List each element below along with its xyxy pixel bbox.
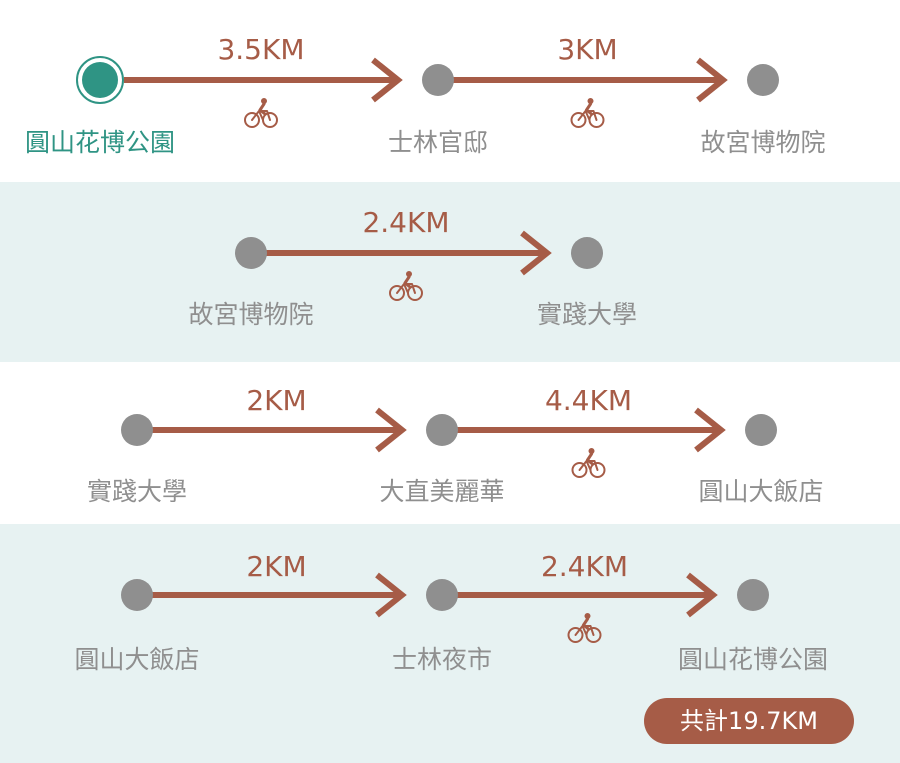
stop-label: 實踐大學 <box>87 477 187 506</box>
segment-distance: 2KM <box>246 384 306 417</box>
row-band-2 <box>0 182 900 362</box>
total-distance-badge: 共計19.7KM <box>644 698 854 744</box>
stop-label: 故宮博物院 <box>700 128 825 157</box>
stop-node <box>121 579 153 611</box>
bicycle-icon <box>571 448 606 478</box>
stop-node <box>121 414 153 446</box>
bicycle-icon <box>244 98 278 128</box>
stop-node <box>747 64 779 96</box>
route-arrow-head <box>686 572 718 618</box>
bicycle-icon <box>389 271 423 301</box>
segment-distance: 3.5KM <box>217 33 304 66</box>
segment-distance: 2KM <box>246 550 306 583</box>
route-arrow-head <box>375 407 407 453</box>
bicycle-icon <box>570 98 605 128</box>
stop-node <box>745 414 777 446</box>
route-arrow-head <box>375 572 407 618</box>
stop-node <box>571 237 603 269</box>
stop-label: 士林官邸 <box>388 128 488 157</box>
start-node <box>82 62 118 98</box>
stop-label: 士林夜市 <box>392 645 492 674</box>
row-band-1 <box>0 0 900 182</box>
segment-distance: 2.4KM <box>362 206 449 239</box>
stop-label: 圓山花博公園 <box>25 128 175 157</box>
stop-label: 大直美麗華 <box>379 477 504 506</box>
stop-label: 圓山大飯店 <box>698 477 823 506</box>
segment-distance: 4.4KM <box>545 384 632 417</box>
route-arrow-head <box>371 57 403 103</box>
segment-distance: 3KM <box>557 33 617 66</box>
route-arrow-head <box>520 230 552 276</box>
bicycle-icon <box>567 613 602 643</box>
stop-node <box>426 579 458 611</box>
stop-node <box>422 64 454 96</box>
stop-label: 圓山花博公園 <box>678 645 828 674</box>
stop-label: 實踐大學 <box>537 300 637 329</box>
route-arrow-head <box>696 57 728 103</box>
segment-distance: 2.4KM <box>541 550 628 583</box>
stop-node <box>235 237 267 269</box>
route-arrow-head <box>694 407 726 453</box>
stop-node <box>737 579 769 611</box>
stop-node <box>426 414 458 446</box>
stop-label: 故宮博物院 <box>188 300 313 329</box>
stop-label: 圓山大飯店 <box>74 645 199 674</box>
